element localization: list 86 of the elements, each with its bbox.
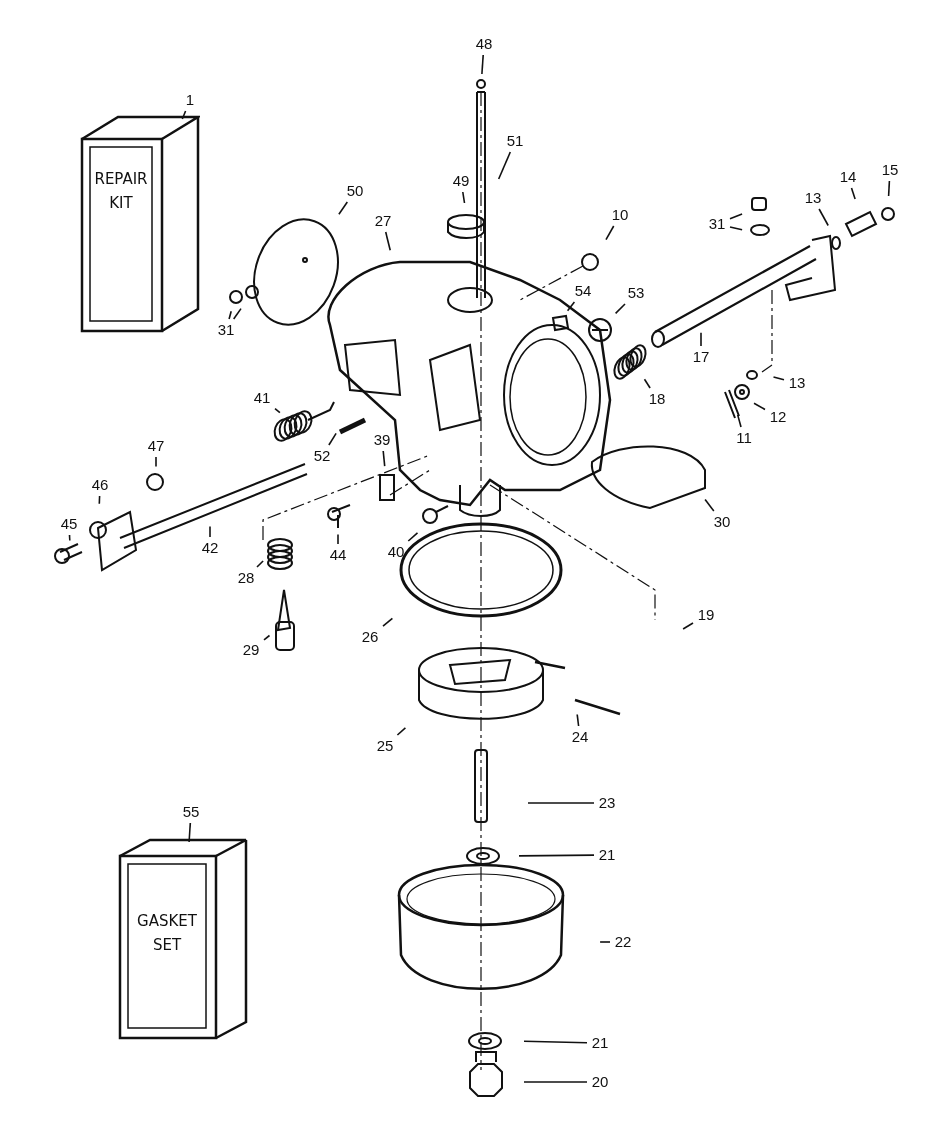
callout-number: 13 [800, 189, 826, 207]
callout-number: 39 [369, 431, 395, 449]
leader-line [753, 402, 766, 411]
leader-line [518, 854, 595, 857]
callout-number: 50 [342, 182, 368, 200]
callout-number: 10 [607, 206, 633, 224]
leader-line [729, 213, 743, 220]
callout-number: 46 [87, 476, 113, 494]
callout-number: 53 [623, 284, 649, 302]
callout-number: 15 [877, 161, 903, 179]
callout-number: 40 [383, 543, 409, 561]
callout-number: 26 [357, 628, 383, 646]
leader-line [274, 407, 281, 414]
leader-line [232, 307, 242, 320]
leader-line [68, 534, 71, 542]
callout-number: 21 [594, 846, 620, 864]
callout-number: 24 [567, 728, 593, 746]
leader-line [818, 208, 829, 227]
leader-line [407, 532, 419, 542]
callout-number: 51 [502, 132, 528, 150]
callout-number: 17 [688, 348, 714, 366]
leader-line [338, 201, 349, 215]
callout-number: 27 [370, 212, 396, 230]
leader-line [384, 231, 391, 252]
leader-line [772, 376, 785, 381]
package-label: GASKET SET [136, 911, 198, 956]
callout-number: 21 [587, 1034, 613, 1052]
leader-line [700, 332, 702, 347]
leader-line [263, 634, 271, 641]
package-label: REPAIR KIT [94, 169, 148, 214]
leader-line [328, 432, 337, 446]
callout-number: 11 [731, 429, 757, 447]
callout-number: 12 [765, 408, 791, 426]
callout-number: 41 [249, 389, 275, 407]
callout-number: 23 [594, 794, 620, 812]
leader-line [523, 1081, 588, 1083]
leader-line [228, 310, 232, 320]
callout-number: 13 [784, 374, 810, 392]
callout-number: 45 [56, 515, 82, 533]
callout-number: 31 [213, 321, 239, 339]
callout-number: 52 [309, 447, 335, 465]
leader-line [682, 622, 694, 630]
callout-number: 28 [233, 569, 259, 587]
leader-line [527, 802, 595, 804]
callout-number: 14 [835, 168, 861, 186]
leader-line [614, 303, 626, 315]
leader-line [209, 525, 211, 538]
leader-line [566, 301, 576, 312]
leader-line [736, 414, 742, 428]
callout-number: 22 [610, 933, 636, 951]
leader-line [181, 110, 187, 120]
leader-line [481, 54, 484, 75]
leader-line [704, 498, 715, 512]
leader-line [256, 560, 264, 568]
leader-line [605, 225, 615, 241]
leader-line [98, 495, 101, 505]
callout-number: 55 [178, 803, 204, 821]
callout-number: 20 [587, 1073, 613, 1091]
leader-line [497, 151, 512, 180]
leader-line [523, 1040, 588, 1044]
leader-line [576, 713, 580, 727]
leader-line [382, 617, 394, 627]
callout-number: 30 [709, 513, 735, 531]
leader-line [155, 456, 157, 468]
callout-number: 42 [197, 539, 223, 557]
callout-number: 31 [704, 215, 730, 233]
leader-line [729, 226, 743, 231]
leader-line [462, 191, 466, 204]
callout-number: 48 [471, 35, 497, 53]
leader-line [337, 533, 339, 545]
leader-line [887, 180, 891, 197]
callout-number: 25 [372, 737, 398, 755]
callout-number: 29 [238, 641, 264, 659]
callout-number: 44 [325, 546, 351, 564]
leader-line [643, 378, 651, 389]
leader-line [396, 727, 407, 736]
leader-line [188, 822, 192, 843]
callout-number: 18 [644, 390, 670, 408]
leader-line [599, 941, 611, 943]
callout-number: 47 [143, 437, 169, 455]
leader-line [850, 187, 856, 200]
callout-number: 54 [570, 282, 596, 300]
leader-line [382, 450, 386, 467]
callout-number: 1 [177, 91, 203, 109]
callout-number: 49 [448, 172, 474, 190]
callout-number: 19 [693, 606, 719, 624]
